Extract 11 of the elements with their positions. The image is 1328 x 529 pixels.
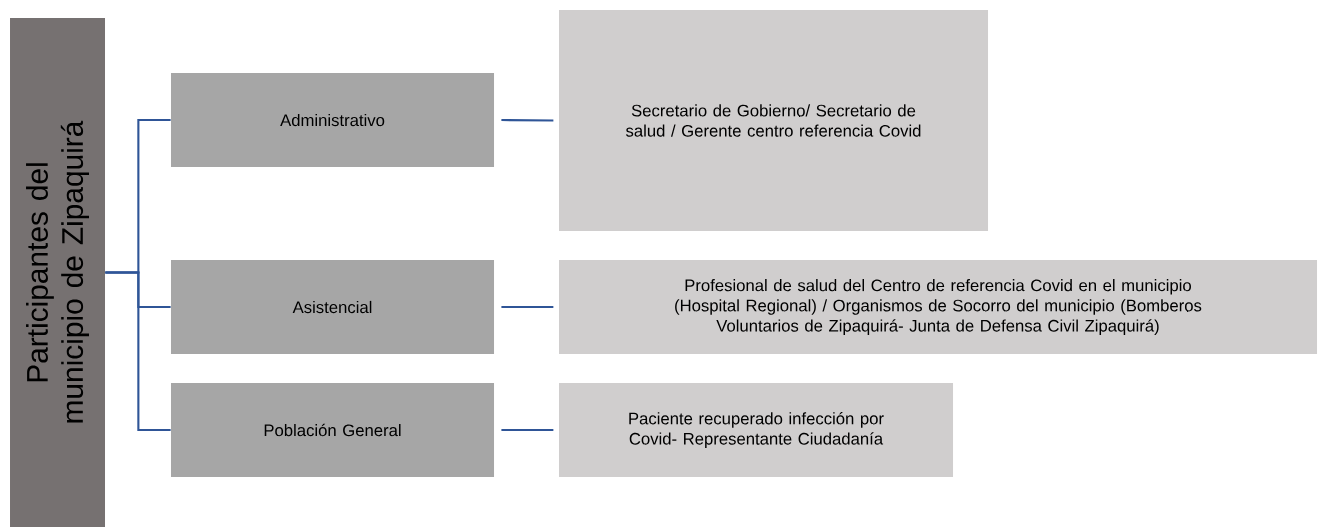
description-box: Paciente recuperado infección por Covid- Representante Ciudadanía [559,383,953,477]
title-band: Participantes del municipio de Zipaquirá [10,18,105,527]
category-box: Administrativo [171,73,494,167]
connector-line [501,305,554,309]
connector-line [501,428,554,432]
description-box: Secretario de Gobierno/ Secretario de salud / Gerente centro referencia Covid [559,10,988,231]
category-box: Asistencial [171,260,494,354]
description-box: Profesional de salud del Centro de referencia Covid en el municipio (Hospital Regional) / Organismos de Socorro del municipio (Bomberos Voluntarios de Zipaquirá- Junta de Defensa Civil Zipaquirá) [559,260,1317,354]
category-box: Población General [171,383,494,477]
connector-line [105,271,171,432]
connector-line [501,119,554,122]
